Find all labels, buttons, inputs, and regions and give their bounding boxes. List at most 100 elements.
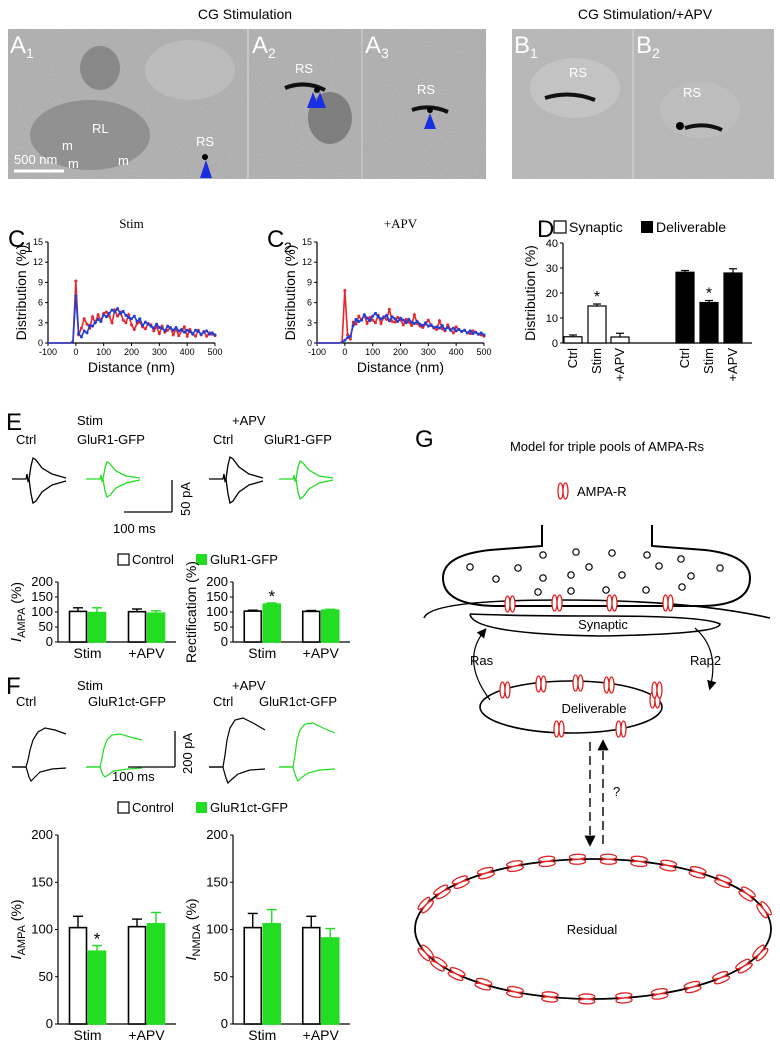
e-traces xyxy=(12,455,334,505)
vesicle xyxy=(602,586,610,594)
ampa-receptor xyxy=(553,720,565,738)
data-point-blue xyxy=(202,330,206,334)
data-point-blue xyxy=(443,328,447,332)
f-stim-exp-label: GluR1ct-GFP xyxy=(88,694,166,709)
ampa-receptor xyxy=(433,884,451,900)
em-a1-arrow xyxy=(200,160,212,178)
bar-control xyxy=(301,926,321,1025)
data-point-blue xyxy=(96,317,100,321)
data-point-blue xyxy=(387,319,391,323)
data-point-blue xyxy=(143,320,147,324)
data-point-blue xyxy=(104,315,108,319)
data-point-red xyxy=(143,327,147,331)
f-apv-exp-trace-inward xyxy=(279,766,336,783)
data-point-blue xyxy=(479,331,483,335)
legend-synaptic: Synaptic xyxy=(569,219,623,235)
data-point-blue xyxy=(437,326,441,330)
ampa-receptor xyxy=(417,896,434,914)
data-point-blue xyxy=(74,294,78,298)
ampa-receptor xyxy=(568,853,587,865)
data-point-blue xyxy=(351,323,355,327)
ampa-receptor xyxy=(659,859,678,872)
data-point-blue xyxy=(141,323,145,327)
data-point-blue xyxy=(138,317,142,321)
significance-mark: * xyxy=(706,286,712,303)
f-apv-ctrl-label: Ctrl xyxy=(213,694,233,709)
y-tick-label: 100 xyxy=(31,922,53,937)
f-legend-exp-swatch xyxy=(196,802,207,813)
data-point-blue xyxy=(163,329,167,333)
y-tick-label: 20 xyxy=(546,288,558,300)
data-point-blue xyxy=(401,318,405,322)
vesicle xyxy=(643,551,651,559)
y-tick-label: 100 xyxy=(31,604,53,619)
data-point-blue xyxy=(396,319,400,323)
vesicle xyxy=(539,574,547,582)
receptor-subunit xyxy=(506,985,524,993)
category-label: Ctrl xyxy=(677,348,692,368)
receptor-subunit xyxy=(421,899,434,914)
y-label-unit: (%) xyxy=(8,899,24,925)
data-point-blue xyxy=(124,313,128,317)
data-point-blue xyxy=(399,316,402,320)
panel-label-f: F xyxy=(6,673,21,700)
receptor-subunit xyxy=(504,681,511,699)
data-point-blue xyxy=(188,330,192,334)
receptor-subunit xyxy=(603,676,610,694)
data-point-blue xyxy=(191,332,195,336)
data-point-blue xyxy=(410,320,414,324)
y-label-unit: (%) xyxy=(183,898,199,924)
bar-synaptic xyxy=(587,305,607,344)
vesicle xyxy=(567,571,575,579)
y-tick-label: 9 xyxy=(307,277,312,287)
y-label-main: I xyxy=(8,638,25,642)
f-stim-exp-trace-inward xyxy=(86,766,143,778)
em-panel-b: B 1 B 2 RS RS xyxy=(512,29,774,179)
data-point-red xyxy=(379,321,383,325)
receptor-subunit xyxy=(562,482,569,500)
data-point-blue xyxy=(412,321,416,325)
data-point-blue xyxy=(365,316,369,320)
panel-label-c1: C xyxy=(8,226,25,253)
receptor-subunit xyxy=(558,720,565,738)
bar-deliverable xyxy=(723,272,743,344)
g-synaptic-pool-membrane xyxy=(469,613,721,637)
data-point-blue xyxy=(368,319,372,323)
y-label-unit: (%) xyxy=(8,582,24,608)
data-point-blue xyxy=(460,330,464,334)
em-a-mito xyxy=(80,46,120,90)
data-point-blue xyxy=(121,309,125,313)
bar-control xyxy=(243,610,263,643)
g-label-ras: Ras xyxy=(470,653,494,668)
data-point-blue xyxy=(357,319,361,323)
group-label: Stim xyxy=(74,645,102,661)
x-tick-label: 300 xyxy=(152,347,167,357)
vesicle xyxy=(539,551,547,559)
y-axis-label: Rectification (%) xyxy=(183,561,199,663)
y-tick-label: 30 xyxy=(546,263,558,275)
data-point-blue xyxy=(118,312,122,316)
group-label: Stim xyxy=(248,645,276,661)
ampa-receptor xyxy=(578,993,596,1005)
y-axis-label: IAMPA (%) xyxy=(8,899,28,959)
data-point-blue xyxy=(421,323,425,327)
data-point-blue xyxy=(82,329,86,333)
receptor-subunit xyxy=(435,888,451,900)
vesicle xyxy=(716,564,724,572)
y-tick-label: 10 xyxy=(546,313,558,325)
data-point-red xyxy=(454,325,458,329)
bar-glur1ct-gfp xyxy=(320,937,340,1025)
panel-label-d: D xyxy=(537,216,554,243)
f-stim-ctrl-label: Ctrl xyxy=(16,694,36,709)
legend-deliverable-swatch xyxy=(641,221,653,233)
data-point-red xyxy=(121,318,125,322)
data-point-red xyxy=(440,327,444,331)
data-point-blue xyxy=(382,315,386,319)
data-point-red xyxy=(435,328,439,332)
f-legend-control: Control xyxy=(132,800,174,815)
g-vesicles xyxy=(466,548,724,596)
